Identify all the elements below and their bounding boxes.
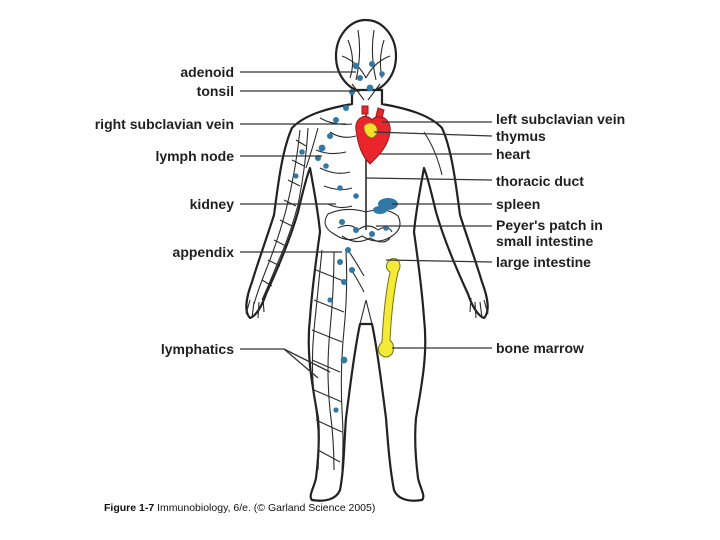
label-appendix: appendix: [173, 244, 235, 260]
left-labels: adenoid tonsil right subclavian vein lym…: [95, 64, 234, 357]
spleen-organ-2: [373, 206, 387, 214]
right-hand-fingers: [245, 297, 265, 319]
thymus-organ: [363, 122, 378, 139]
body-outline: [245, 18, 489, 502]
label-left-subclavian-vein: left subclavian vein: [496, 111, 625, 127]
label-right-subclavian-vein: right subclavian vein: [95, 116, 234, 132]
label-lymphatics: lymphatics: [161, 341, 234, 357]
label-heart: heart: [496, 146, 531, 162]
label-thoracic-duct: thoracic duct: [496, 173, 584, 189]
label-lymph-node: lymph node: [155, 148, 234, 164]
lymph-nodes: [293, 61, 389, 413]
left-hand-fingers: [469, 297, 489, 319]
caption-figure-number: Figure 1-7: [104, 502, 155, 514]
head: [334, 18, 398, 94]
label-large-intestine: large intestine: [496, 254, 591, 270]
leg-inner-line: [359, 299, 373, 325]
label-bone-marrow: bone marrow: [496, 340, 584, 356]
great-vessels: [361, 105, 385, 119]
label-peyers-patch-line2: small intestine: [496, 233, 593, 249]
right-labels: left subclavian vein thymus heart thorac…: [496, 111, 625, 356]
caption-text: Immunobiology, 6/e. (© Garland Science 2…: [157, 502, 376, 514]
label-kidney: kidney: [190, 196, 235, 212]
label-peyers-patch-line1: Peyer's patch in: [496, 217, 603, 233]
figure-caption: Figure 1-7 Immunobiology, 6/e. (© Garlan…: [104, 502, 375, 514]
label-thymus: thymus: [496, 128, 546, 144]
leader-lines: [240, 71, 493, 379]
bone-marrow-femur: [377, 257, 401, 358]
label-spleen: spleen: [496, 196, 540, 212]
label-tonsil: tonsil: [197, 83, 234, 99]
label-adenoid: adenoid: [180, 64, 234, 80]
